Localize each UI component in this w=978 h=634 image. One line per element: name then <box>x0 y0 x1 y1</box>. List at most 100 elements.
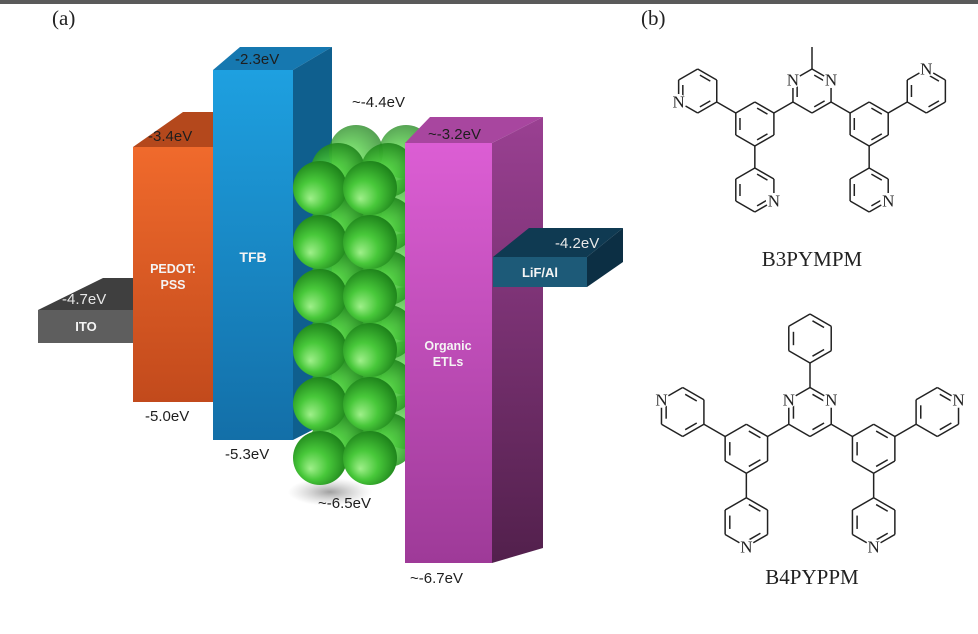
benzene-ring-bond <box>868 134 889 147</box>
pyridine-ring-bond <box>849 200 870 213</box>
b4pyppm-structure: N N N N N N <box>653 313 967 556</box>
pyridine-ring-bond <box>697 68 718 81</box>
benzene-ring-bond <box>873 423 896 438</box>
nitrogen-atom-label: N <box>952 390 964 409</box>
pedot-label-line2: PSS <box>160 278 185 292</box>
atom-label-mask <box>780 391 797 408</box>
pyridine-ring-double-bond <box>748 503 761 512</box>
nitrogen-atom-label: N <box>868 537 880 556</box>
pyridine-ring-double-bond <box>699 74 711 82</box>
benzene-ring-bond <box>745 423 768 438</box>
aryl-link <box>830 101 851 114</box>
emitter-sphere <box>293 161 347 215</box>
pyrimidine-ring-double-bond <box>813 74 826 82</box>
phenyl-ring-bond <box>809 313 832 327</box>
benzene-ring-double-bond <box>875 430 889 439</box>
pyridine-ring-bond <box>661 423 684 438</box>
panel-label-a: (a) <box>52 6 76 30</box>
pyridine-ring-double-bond <box>939 393 952 402</box>
ito-label: ITO <box>75 319 96 334</box>
pyridine-ring-bond <box>915 386 938 401</box>
aryl-link <box>773 101 794 114</box>
pyridine-ring-double-bond <box>871 199 883 207</box>
pyridine-ring-bond <box>745 497 768 511</box>
pyridine-ring-bond <box>868 167 889 180</box>
atom-label-mask <box>670 94 687 110</box>
benzene-ring-bond <box>849 134 870 147</box>
pyridine-ring-double-bond <box>699 100 711 108</box>
benzene-ring-double-bond <box>748 430 761 439</box>
tfb-top-level-label: -2.3eV <box>235 51 279 68</box>
nitrogen-atom-label: N <box>768 192 780 211</box>
emitter-sphere <box>343 161 397 215</box>
emitter-sphere <box>343 269 397 323</box>
pyridine-ring-bond <box>873 497 896 511</box>
pyridine-ring-double-bond <box>756 199 768 207</box>
etl-label-line2: ETLs <box>433 355 464 369</box>
pyridine-ring-double-bond <box>928 100 940 108</box>
pedot-bottom-level-label: -5.0eV <box>145 408 189 425</box>
pedot-label-line1: PEDOT: <box>150 262 196 276</box>
atom-label-mask <box>950 391 967 408</box>
pyridine-ring-bond <box>936 423 959 438</box>
nitrogen-atom-label: N <box>783 390 795 409</box>
top-border-strip <box>0 0 978 4</box>
pyridine-ring-double-bond <box>875 532 889 541</box>
benzene-ring-bond <box>735 101 756 114</box>
aryl-link <box>830 423 853 438</box>
benzene-ring-bond <box>735 134 756 147</box>
benzene-ring-bond <box>873 460 896 474</box>
emitter-sphere <box>293 377 347 431</box>
pyridine-ring-bond <box>735 167 756 180</box>
nitrogen-atom-label: N <box>825 71 837 90</box>
phenyl-ring-bond <box>788 350 811 364</box>
benzene-ring-double-bond <box>875 459 889 468</box>
nitrogen-atom-label: N <box>740 537 752 556</box>
benzene-ring-bond <box>745 460 768 474</box>
pyridine-ring-double-bond <box>756 173 768 181</box>
ito-block: -4.7eV ITO <box>38 278 160 343</box>
tfb-label: TFB <box>239 249 266 265</box>
pyridine-ring-double-bond <box>928 74 940 82</box>
nitrogen-atom-label: N <box>825 390 837 409</box>
organic-etl-block: ~-3.2eV Organic ETLs ~-6.7eV <box>405 117 543 587</box>
etl-label-line1: Organic <box>424 339 471 353</box>
pyridine-ring-bond <box>915 423 938 438</box>
tfb-bottom-level-label: -5.3eV <box>225 446 269 463</box>
pyridyl-link <box>716 101 737 114</box>
pyrimidine-ring-bond <box>788 423 811 438</box>
lif-al-block: -4.2eV LiF/Al <box>493 228 623 287</box>
pyridine-ring-double-bond <box>871 173 883 181</box>
phenyl-ring-bond <box>809 350 832 364</box>
atom-label-mask <box>865 538 882 555</box>
atom-label-mask <box>784 72 801 88</box>
sphere-shadow <box>288 478 372 506</box>
pyridine-ring-double-bond <box>939 422 952 431</box>
atom-label-mask <box>653 391 670 408</box>
b3pympm-name: B3PYMPM <box>762 247 863 271</box>
pyrimidine-ring-double-bond <box>812 422 825 431</box>
atom-label-mask <box>738 538 755 555</box>
emitter-sphere <box>343 215 397 269</box>
nitrogen-atom-label: N <box>787 71 799 90</box>
cathode-level-label: -4.2eV <box>555 235 599 252</box>
pyridine-ring-double-bond <box>875 503 889 512</box>
pyrimidine-ring-double-bond <box>813 100 826 108</box>
pyridine-ring-bond <box>678 68 699 81</box>
pyridine-ring-bond <box>906 101 927 114</box>
pedot-top-level-label: -3.4eV <box>148 128 192 145</box>
nitrogen-atom-label: N <box>655 390 667 409</box>
pyridyl-link <box>894 423 917 438</box>
pyridine-ring-bond <box>724 497 747 511</box>
etl-top-level-label: ~-3.2eV <box>428 126 481 143</box>
pyrimidine-ring-double-bond <box>812 393 825 402</box>
emitter-sphere <box>293 431 347 485</box>
emitter-sphere <box>293 269 347 323</box>
pyridine-ring-double-bond <box>684 422 698 431</box>
emitter-sphere <box>343 431 397 485</box>
atom-label-mask <box>823 72 840 88</box>
benzene-ring-bond <box>754 101 775 114</box>
atom-label-mask <box>765 193 782 209</box>
